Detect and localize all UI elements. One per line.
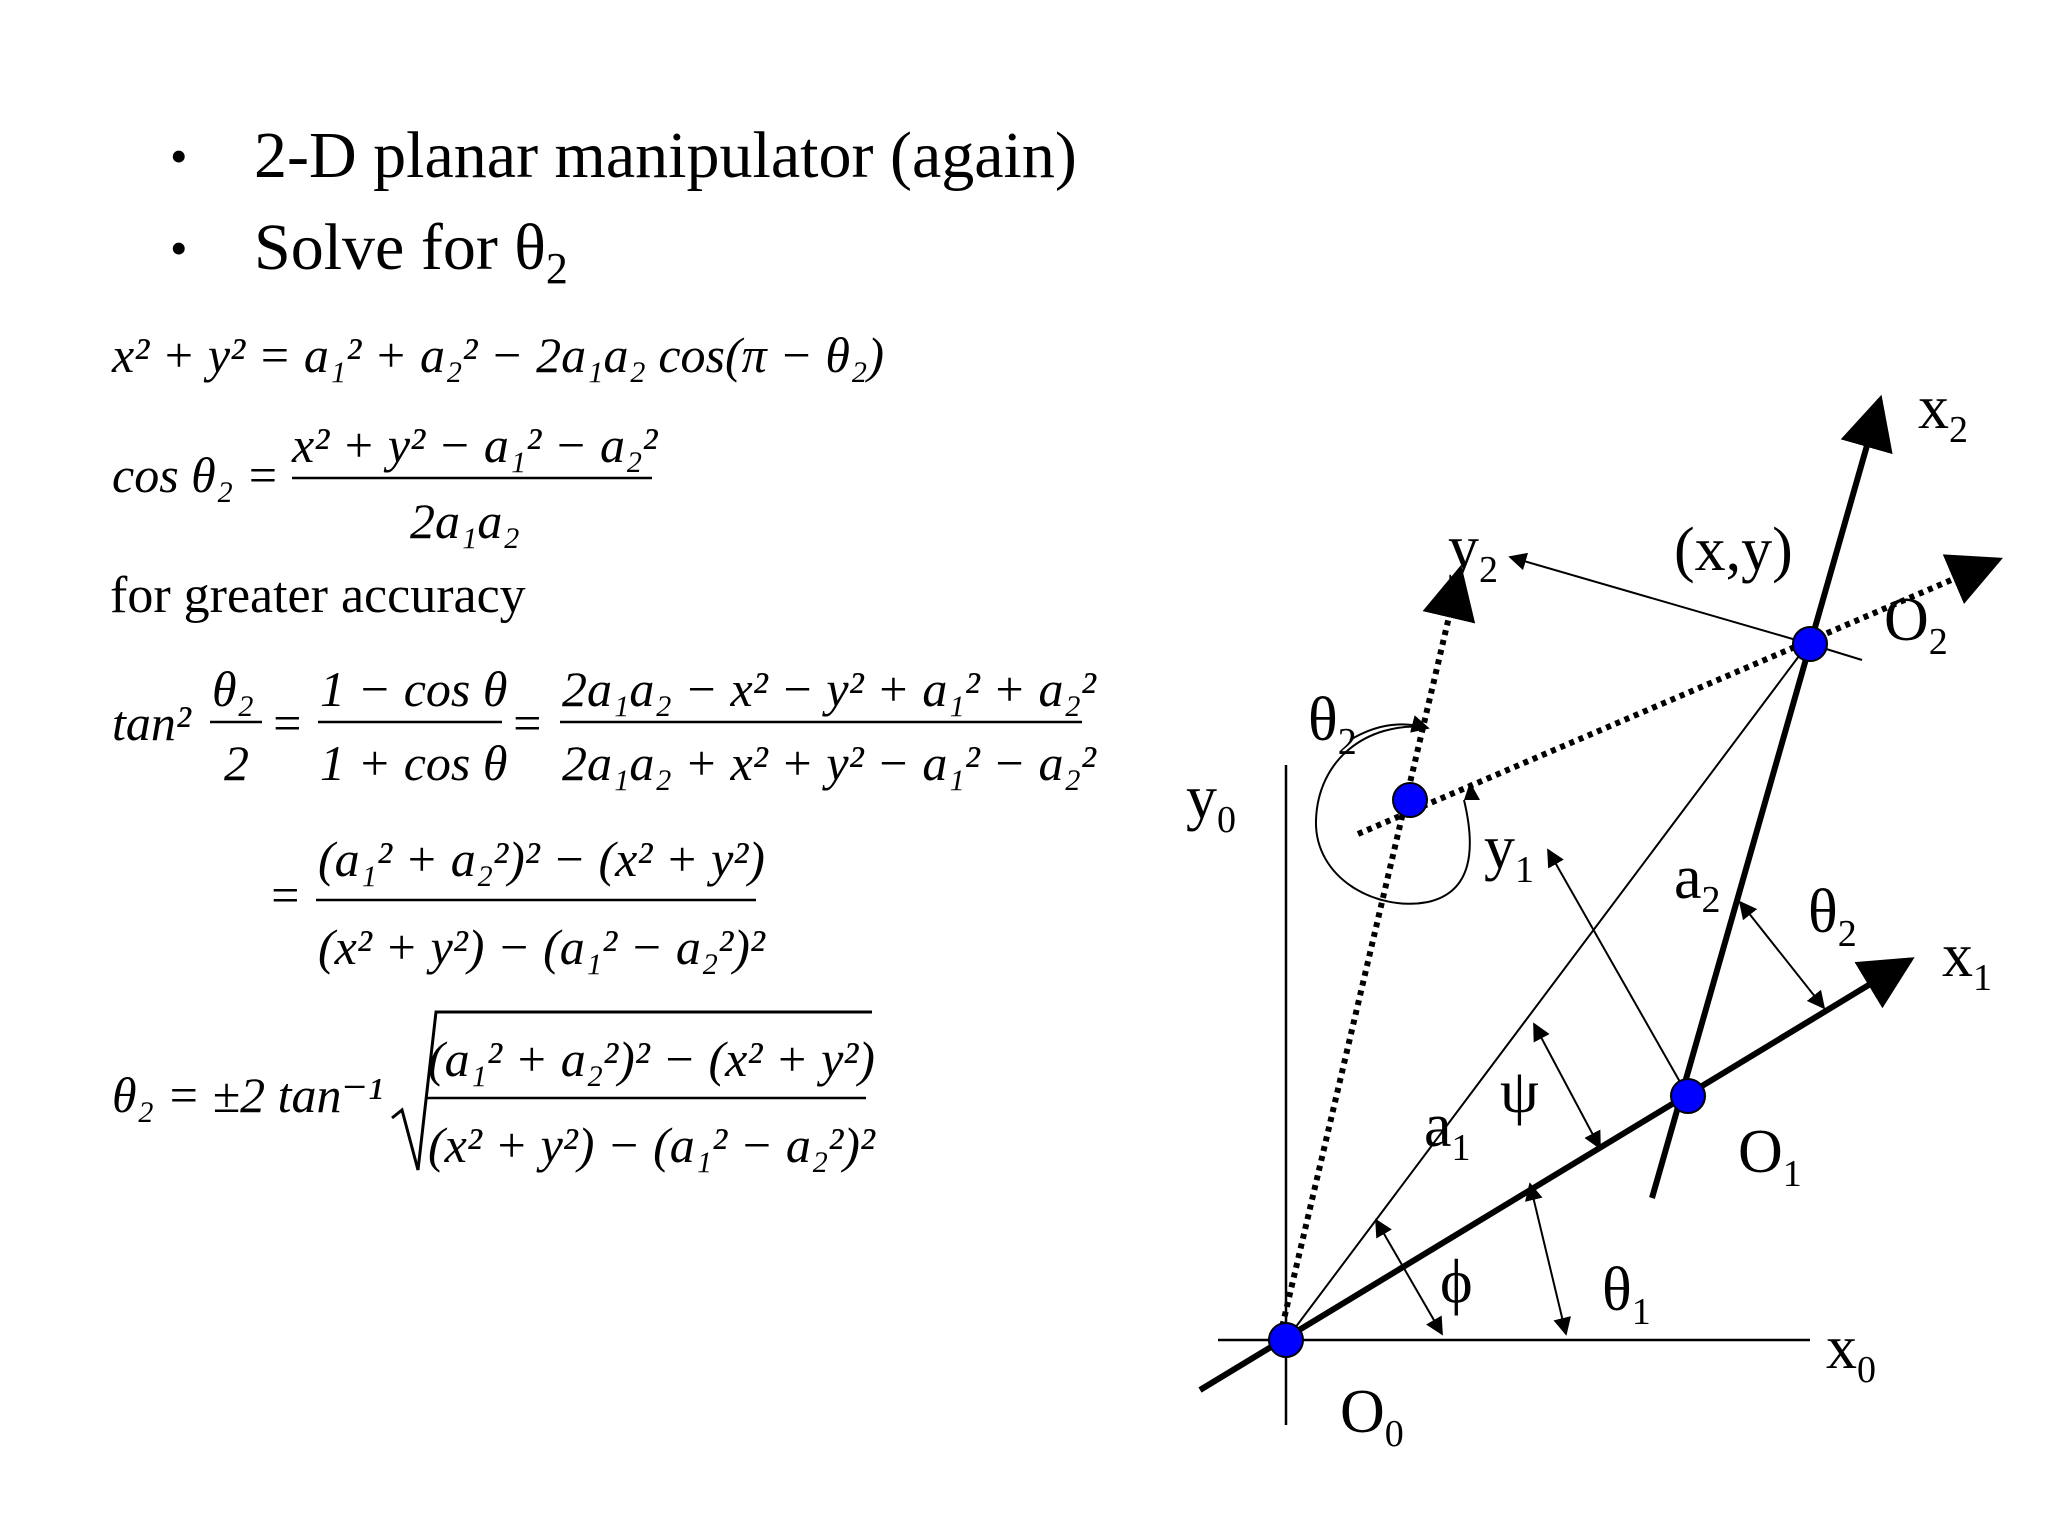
label-x2: x2	[1918, 374, 1968, 451]
label-theta2: θ2	[1808, 878, 1857, 955]
label-theta2-alt: θ2	[1308, 686, 1357, 763]
equation-theta2-lhs: θ₂ = ±2 tan⁻¹	[112, 1067, 383, 1123]
y2-axis	[1508, 552, 1811, 645]
label-phi: ϕ	[1440, 1248, 1473, 1316]
link1-x1-axis	[1198, 957, 1915, 1393]
label-y0: y0	[1186, 764, 1236, 841]
reach-line	[1285, 643, 1809, 1341]
alt-link2-dotted	[1356, 554, 2003, 837]
accuracy-note: for greater accuracy	[110, 567, 526, 624]
bullet-subscript: 2	[545, 244, 568, 294]
label-x1: x1	[1942, 922, 1992, 999]
equation-theta2-denominator: (x² + y²) − (a₁² − a₂²)²	[428, 1117, 876, 1173]
psi-angle-arrow	[1533, 1022, 1601, 1150]
equation-cos-theta2-denominator: 2a₁a₂	[410, 493, 520, 549]
equation-cos-theta2-lhs: cos θ₂ =	[112, 447, 279, 503]
equation-expanded-numerator: 2a₁a₂ − x² − y² + a₁² + a₂²	[562, 661, 1097, 717]
joint-o1	[1670, 1078, 1706, 1114]
equation-cos-ratio-denominator: 1 + cos θ	[320, 735, 507, 791]
alt-theta2-arrowhead	[1464, 782, 1480, 800]
equation-expanded-denominator: 2a₁a₂ + x² + y² − a₁² − a₂²	[562, 735, 1097, 791]
joint-alt-elbow	[1392, 782, 1428, 818]
alt-theta2-arrow-top	[1349, 715, 1430, 741]
equation-simplified-denominator: (x² + y²) − (a₁² − a₂²)²	[318, 919, 766, 975]
equations: x² + y² = a₁² + a₂² − 2a₁a₂ cos(π − θ₂) …	[111, 327, 1097, 1173]
label-a2: a2	[1674, 844, 1721, 921]
joint-o2	[1792, 626, 1828, 662]
square-root-sign	[391, 1010, 872, 1171]
y1-axis	[1547, 848, 1689, 1097]
equation-tan-lhs: tan²	[112, 695, 192, 751]
bullet-text: Solve for θ	[254, 211, 546, 284]
equals-sign: =	[270, 695, 304, 751]
equation-theta2-numerator: (a₁² + a₂²)² − (x² + y²)	[428, 1031, 875, 1087]
theta2-angle-arrow	[1738, 900, 1826, 1010]
equation-cos-ratio-numerator: 1 − cos θ	[320, 661, 507, 717]
label-x0: x0	[1826, 1314, 1876, 1391]
bullet-list: • 2-D planar manipulator (again) • Solve…	[170, 110, 1077, 315]
phi-angle-arrow	[1375, 1218, 1443, 1336]
label-o1: O1	[1738, 1118, 1802, 1195]
equals-sign: =	[510, 695, 544, 751]
equation-half-angle-numerator: θ₂	[212, 661, 254, 717]
alt-link1-dotted	[1277, 564, 1476, 1337]
bullet-item: • Solve for θ2	[170, 202, 1077, 315]
bullet-dot: •	[170, 128, 188, 184]
bullet-text: 2-D planar manipulator (again)	[254, 119, 1077, 192]
bullet-item: • 2-D planar manipulator (again)	[170, 110, 1077, 202]
joint-o0	[1268, 1322, 1304, 1358]
label-y2: y2	[1448, 514, 1498, 591]
equals-sign: =	[268, 867, 302, 923]
label-o0: O0	[1340, 1378, 1404, 1455]
label-psi: ψ	[1500, 1058, 1539, 1126]
label-o2: O2	[1884, 586, 1948, 663]
bullet-dot: •	[170, 220, 188, 276]
theta1-angle-arrow	[1525, 1182, 1571, 1336]
label-theta1: θ1	[1602, 1256, 1651, 1333]
equation-half-angle-denominator: 2	[224, 735, 249, 791]
equation-simplified-numerator: (a₁² + a₂²)² − (x² + y²)	[318, 831, 765, 887]
label-xy: (x,y)	[1674, 516, 1793, 584]
label-y1: y1	[1484, 814, 1534, 891]
link2-x2-axis	[1649, 394, 1893, 1199]
alt-theta2-arc	[1314, 725, 1471, 905]
equation-law-of-cosines: x² + y² = a₁² + a₂² − 2a₁a₂ cos(π − θ₂)	[111, 327, 884, 383]
equation-cos-theta2-numerator: x² + y² − a₁² − a₂²	[291, 417, 658, 473]
label-a1: a1	[1424, 1092, 1471, 1169]
